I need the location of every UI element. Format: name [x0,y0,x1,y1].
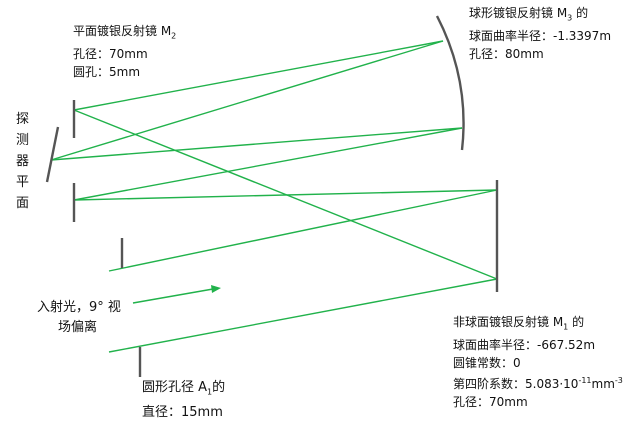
ray-segment [50,40,444,161]
m3-radius: 球面曲率半径：-1.3397m [469,29,612,44]
m1-fourth-order: 第四阶系数：5.083·10 [453,377,579,392]
m2-aperture: 孔径：70mm [73,47,148,62]
m1-conic: 圆锥常数：0 [453,356,521,371]
m2-title-subscript: 2 [171,31,177,41]
ray-segment [108,189,498,272]
ray-segment [108,278,498,353]
a1-title: 圆形孔径 A [142,380,208,395]
label-incident-light: 入射光，9° 视 场偏离 [37,298,121,338]
m1-title-subscript: 1 [563,322,569,332]
m1-radius: 球面曲率半径：-667.52m [453,338,596,353]
label-m1: 非球面镀银反射镜 M1 的 球面曲率半径：-667.52m 圆锥常数：0 第四阶… [453,313,623,411]
m3-title: 球形镀银反射镜 M [469,6,568,20]
ray-paths [50,40,498,353]
incident-arrow [132,285,221,304]
m1-title: 非球面镀银反射镜 M [453,315,564,329]
detector-char: 测 [16,133,30,148]
incident-line2: 场偏离 [58,320,98,335]
m2-hole: 圆孔：5mm [73,65,141,80]
incident-line1: 入射光，9° 视 [37,300,121,315]
a1-diameter: 直径：15mm [142,404,223,420]
ray-segment [73,109,498,280]
ray-segment [73,127,463,201]
label-m2: 平面镀银反射镜 M2 孔径：70mm 圆孔：5mm [73,22,176,81]
detector-plane [45,126,60,183]
m1-fourth-unit: mm [591,377,615,392]
detector-char: 平 [16,175,30,190]
label-a1: 圆形孔径 A1的 直径：15mm [142,378,225,423]
detector-char: 面 [16,196,30,211]
mirror-m3-spherical [435,15,465,151]
label-detector-plane: 探 测 器 平 面 [16,109,29,214]
m1-fourth-exponent: -11 [578,376,592,386]
optical-elements [45,15,499,377]
m3-aperture: 孔径：80mm [469,47,544,62]
ray-segment [50,127,463,161]
m1-title-tail: 的 [568,315,585,329]
detector-char: 探 [16,112,30,127]
m3-title-subscript: 3 [567,13,573,23]
m1-fourth-unit-exponent: -3 [614,376,623,386]
a1-title-subscript: 1 [207,387,213,397]
m3-title-tail: 的 [572,6,589,20]
m2-title: 平面镀银反射镜 M [73,24,172,38]
m1-aperture: 孔径：70mm [453,395,528,410]
ray-segment [73,40,444,111]
label-m3: 球形镀银反射镜 M3 的 球面曲率半径：-1.3397m 孔径：80mm [469,4,611,63]
detector-char: 器 [16,154,30,169]
a1-title-tail: 的 [212,380,226,395]
